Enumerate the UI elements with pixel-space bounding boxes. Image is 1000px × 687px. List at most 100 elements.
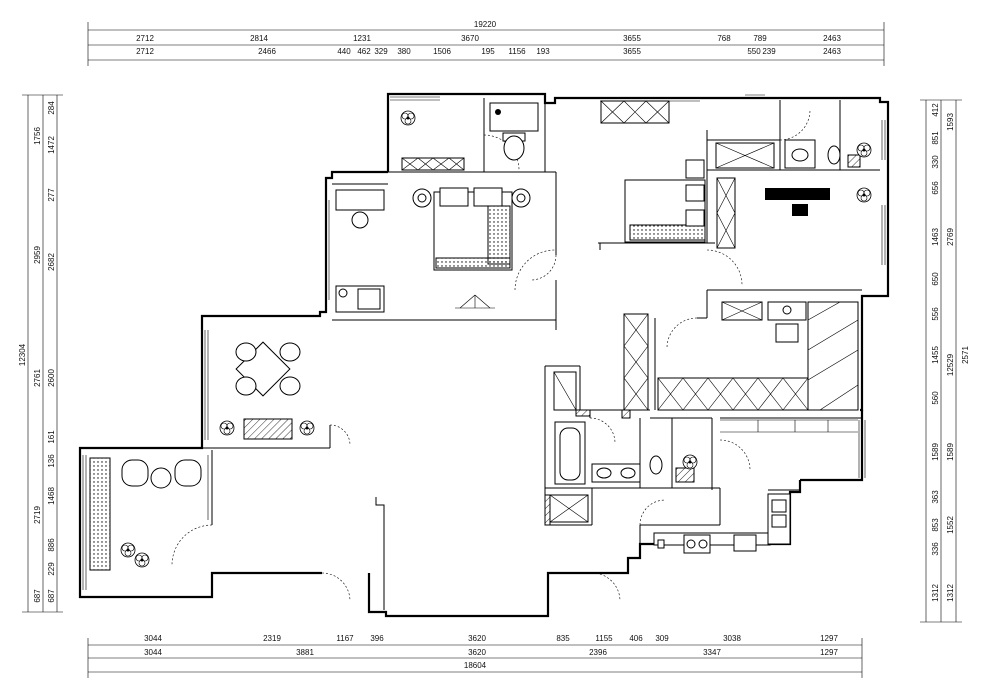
toilet-bowl — [503, 135, 525, 161]
plant-icon — [134, 552, 150, 568]
windows — [82, 94, 886, 590]
pillow — [685, 209, 705, 227]
plant-icon — [120, 542, 136, 558]
dim-bottom-r1: 1297 — [820, 634, 838, 643]
toilet — [649, 455, 663, 475]
dim-left-total: 12304 — [18, 343, 27, 366]
dim-top-r1: 2463 — [823, 34, 841, 43]
dim-bottom-r2: 3881 — [296, 648, 314, 657]
wardrobe — [401, 157, 465, 171]
dim-right-inner: 1455 — [931, 346, 940, 364]
plant-icon — [299, 420, 315, 436]
bedroom-top-left — [400, 102, 539, 171]
chair — [279, 342, 301, 362]
tv-unit — [455, 294, 495, 309]
dim-top-r2: 239 — [762, 47, 776, 56]
dim-bottom-r1: 3044 — [144, 634, 162, 643]
left-dimension-labels: 12304 1756 2959 2761 2719 687 284 1472 2… — [18, 101, 56, 603]
dim-top-r1: 768 — [717, 34, 731, 43]
dim-bottom-total: 18604 — [464, 661, 487, 670]
dim-bottom-r1: 1167 — [336, 634, 354, 643]
dim-left-inner: 161 — [47, 430, 56, 444]
dim-left-outer: 2719 — [33, 506, 42, 524]
stove — [683, 534, 711, 554]
dim-bottom-r1: 835 — [556, 634, 570, 643]
dim-right-inner: 853 — [931, 518, 940, 532]
dim-top-r2: 550 — [747, 47, 761, 56]
chair — [174, 459, 202, 487]
top-dimension-lines — [87, 22, 885, 66]
bedroom-master — [335, 187, 531, 313]
dim-top-r1: 789 — [753, 34, 767, 43]
dim-top-r1: 2814 — [250, 34, 268, 43]
dim-top-r2: 2463 — [823, 47, 841, 56]
dim-right-outer: 1552 — [946, 516, 955, 534]
wardrobe-long — [657, 377, 809, 411]
dim-bottom-r1: 309 — [655, 634, 669, 643]
dim-right-inner: 1312 — [931, 584, 940, 602]
dim-right-total: 12529 — [946, 353, 955, 376]
top-dimension-labels: 19220 2712 2814 1231 3670 3655 768 789 2… — [136, 20, 841, 56]
pillow — [685, 184, 705, 202]
dim-left-inner: 284 — [47, 101, 56, 115]
dim-left-outer: 2959 — [33, 246, 42, 264]
dim-left-outer: 2761 — [33, 369, 42, 387]
balcony-dining — [219, 341, 315, 440]
dim-bottom-r1: 2319 — [263, 634, 281, 643]
dim-left-inner: 1468 — [47, 487, 56, 505]
plant-icon — [400, 110, 416, 126]
dim-top-r2: 195 — [481, 47, 495, 56]
dim-left-inner: 886 — [47, 538, 56, 552]
tv-stand — [792, 204, 808, 216]
dim-top-r2: 329 — [374, 47, 388, 56]
dim-bottom-r2: 3044 — [144, 648, 162, 657]
dim-right-inner: 1463 — [931, 228, 940, 246]
left-dimension-lines — [22, 94, 63, 613]
dim-top-r1: 2712 — [136, 34, 154, 43]
lounge-bench — [89, 457, 111, 571]
dim-right-inner: 656 — [931, 181, 940, 195]
dim-top-r2: 3655 — [623, 47, 641, 56]
dim-top-r2: 380 — [397, 47, 411, 56]
bottom-dimension-lines — [87, 638, 863, 678]
dim-top-r1: 1231 — [353, 34, 371, 43]
dim-bottom-r1: 406 — [629, 634, 643, 643]
dim-top-r2: 462 — [357, 47, 371, 56]
dim-left-inner: 687 — [47, 589, 56, 603]
dim-left-inner: 2682 — [47, 253, 56, 271]
dim-bottom-r1: 3620 — [468, 634, 486, 643]
plant-icon — [682, 454, 698, 470]
dim-bottom-r2: 3620 — [468, 648, 486, 657]
bottom-dimension-labels: 3044 2319 1167 396 3620 835 1155 406 309… — [144, 634, 838, 670]
plant-icon — [856, 187, 872, 203]
dim-right-outer: 2571 — [961, 346, 970, 364]
plant-icon — [219, 420, 235, 436]
kitchen — [653, 419, 858, 554]
chair — [235, 342, 257, 362]
chair — [351, 211, 369, 229]
dim-left-inner: 277 — [47, 188, 56, 202]
dim-top-r2: 440 — [337, 47, 351, 56]
pillow — [439, 187, 469, 207]
nightstand — [685, 159, 705, 179]
bathroom-middle — [544, 371, 698, 526]
dim-left-inner: 1472 — [47, 136, 56, 154]
pillow — [473, 187, 503, 207]
chair — [775, 323, 799, 343]
balcony-lower — [89, 457, 202, 571]
dim-right-outer: 2769 — [946, 228, 955, 246]
dim-bottom-r2: 3347 — [703, 648, 721, 657]
dim-right-inner: 851 — [931, 131, 940, 145]
dim-right-inner: 650 — [931, 272, 940, 286]
dim-right-inner: 556 — [931, 307, 940, 321]
dim-top-r2: 1156 — [508, 47, 526, 56]
sink — [771, 499, 787, 513]
dim-right-outer: 1589 — [946, 443, 955, 461]
vanity-sink — [489, 102, 539, 132]
dim-bottom-r2: 2396 — [589, 648, 607, 657]
dim-left-inner: 136 — [47, 454, 56, 468]
fridge — [733, 534, 757, 552]
side-table — [150, 467, 172, 489]
chair — [121, 459, 149, 487]
